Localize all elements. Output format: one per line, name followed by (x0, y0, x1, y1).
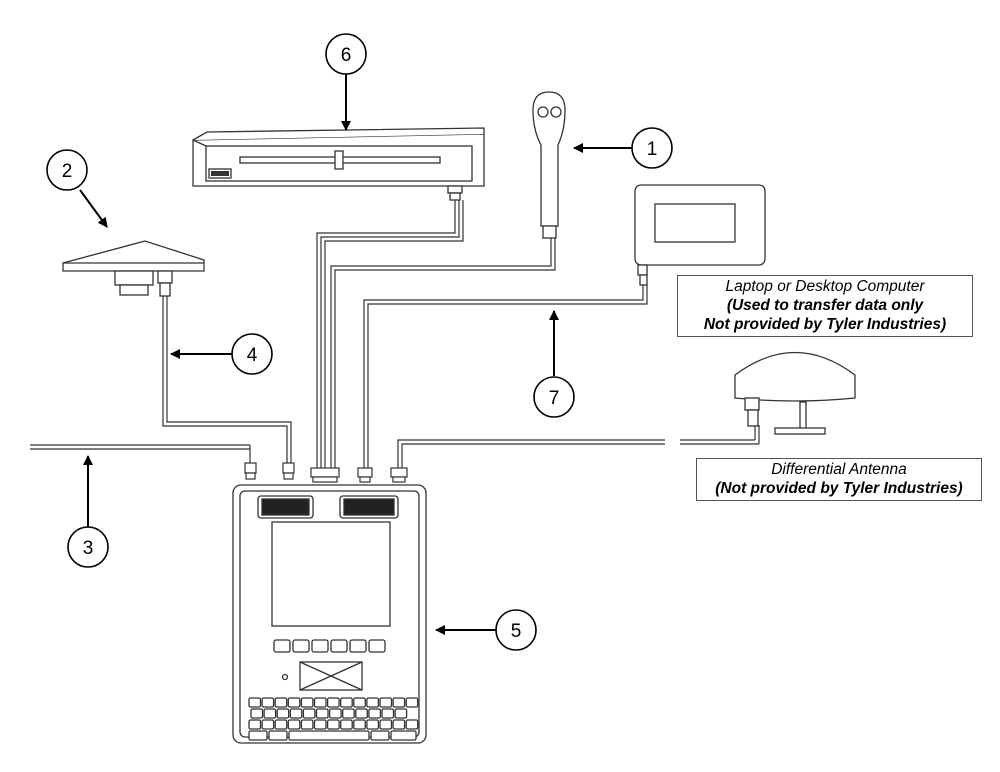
keyboard-key (379, 719, 393, 730)
keyboard-key (248, 697, 262, 708)
keyboard-key (250, 708, 264, 719)
svg-text:3: 3 (83, 538, 94, 559)
callout-3: 3 (67, 526, 109, 568)
keyboard-key (302, 708, 316, 719)
callout-5: 5 (495, 609, 537, 651)
svg-text:5: 5 (511, 621, 522, 642)
callout-4: 4 (231, 333, 273, 375)
arrow-2 (79, 189, 108, 228)
cable-handle (330, 238, 552, 468)
callout-circles: 6 1 2 4 7 3 5 (46, 33, 673, 651)
keyboard-key (340, 697, 353, 708)
keyboard-key (392, 697, 406, 708)
keyboard-key (368, 708, 382, 719)
svg-text:2: 2 (62, 161, 73, 182)
keyboard-key (381, 708, 395, 719)
keyboard-key (370, 730, 390, 741)
cable-lightbar (316, 200, 456, 468)
keyboard-key (353, 697, 366, 708)
console-keyboard (248, 697, 419, 741)
callout-7: 7 (533, 376, 575, 418)
keyboard-key (289, 708, 303, 719)
keyboard-key (313, 697, 327, 708)
differential-antenna-label: Differential Antenna (Not provided by Ty… (696, 458, 982, 501)
keyboard-key (328, 708, 342, 719)
keyboard-key (366, 719, 380, 730)
keyboard-key (300, 697, 314, 708)
cables (30, 200, 760, 468)
keyboard-key (392, 719, 406, 730)
console-connectors (244, 462, 408, 483)
svg-text:4: 4 (247, 345, 258, 366)
keyboard-key (340, 719, 353, 730)
keyboard-key (353, 719, 366, 730)
differential-antenna-device (734, 351, 856, 435)
keyboard-key (276, 708, 290, 719)
console (232, 484, 427, 744)
cable-differential (397, 439, 665, 468)
gps-antenna (62, 240, 205, 297)
keyboard-key (274, 697, 288, 708)
keyboard-key (300, 719, 314, 730)
keyboard-key (313, 719, 327, 730)
svg-text:1: 1 (647, 139, 658, 160)
keyboard-key (315, 708, 329, 719)
keyboard-key (248, 719, 262, 730)
remote-handle (532, 91, 566, 239)
keyboard-key (261, 719, 275, 730)
keyboard-key (405, 719, 419, 730)
computer (634, 184, 766, 286)
antenna-label-line2: (Not provided by Tyler Industries) (715, 480, 963, 497)
keyboard-key (326, 719, 340, 730)
keyboard-key (288, 730, 370, 741)
keyboard-key (248, 730, 268, 741)
callout-1: 1 (631, 127, 673, 169)
computer-label: Laptop or Desktop Computer (Used to tran… (677, 275, 973, 337)
computer-label-line2: (Used to transfer data only (726, 297, 924, 314)
cable-computer (363, 285, 644, 468)
cable-gps-antenna (162, 296, 288, 463)
svg-text:7: 7 (549, 388, 560, 409)
keyboard-key (268, 730, 288, 741)
computer-label-line3: Not provided by Tyler Industries) (703, 316, 947, 333)
callout-2: 2 (46, 149, 88, 191)
computer-label-line1: Laptop or Desktop Computer (725, 278, 925, 295)
keyboard-key (379, 697, 393, 708)
keyboard-key (394, 708, 408, 719)
keyboard-key (355, 708, 368, 719)
keyboard-key (287, 719, 301, 730)
keyboard-key (261, 697, 275, 708)
antenna-label-line1: Differential Antenna (771, 461, 907, 478)
keyboard-key (405, 697, 419, 708)
keyboard-key (366, 697, 380, 708)
keyboard-key (263, 708, 277, 719)
svg-text:6: 6 (341, 45, 352, 66)
keyboard-key (274, 719, 288, 730)
keyboard-key (287, 697, 301, 708)
callout-arrows (79, 73, 634, 635)
keyboard-key (326, 697, 340, 708)
keyboard-key (390, 730, 417, 741)
lightbar (192, 127, 485, 201)
callout-6: 6 (325, 33, 367, 75)
keyboard-key (342, 708, 355, 719)
